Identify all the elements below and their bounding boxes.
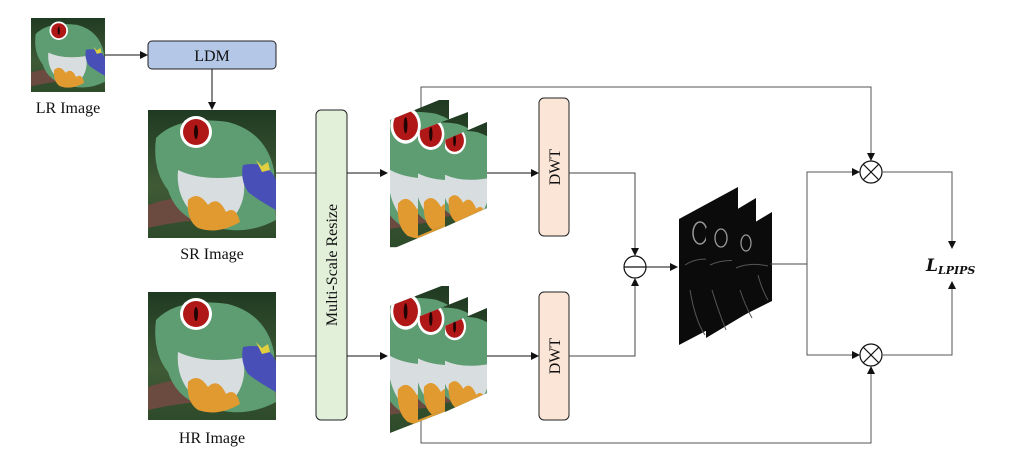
hr-image-label: HR Image <box>179 430 245 447</box>
dwt-block-bottom: DWT <box>538 291 570 421</box>
subtract-operator <box>623 255 647 279</box>
bottom-skip-connection <box>420 366 875 444</box>
wavelet-difference-stack <box>679 187 772 345</box>
otimes-icon <box>862 163 880 181</box>
multi-scale-resize-label: Multi-Scale Resize <box>324 204 341 326</box>
arrow-bottom-multiply-to-loss <box>882 281 956 356</box>
multiply-operator-bottom <box>859 343 883 367</box>
arrow-branch-to-top-multiply <box>806 168 860 264</box>
lr-image <box>31 18 105 92</box>
arrow-dwt-bottom-to-subtract <box>569 278 639 357</box>
ldm-label: LDM <box>194 48 230 65</box>
arrow-top-multiply-to-loss <box>882 171 956 249</box>
loss-symbol: L <box>925 256 938 276</box>
top-skip-connection <box>420 86 875 161</box>
lpips-loss-label: LLPIPS <box>925 256 975 277</box>
sr-image <box>148 110 276 238</box>
arrow-branch-to-bottom-multiply <box>806 264 860 359</box>
ldm-block: LDM <box>147 40 277 70</box>
diff-map-3 <box>732 212 772 321</box>
hr-image <box>148 292 276 420</box>
multi-scale-resize-block: Multi-Scale Resize <box>315 109 348 421</box>
arrow-dwt-top-to-subtract <box>569 172 639 256</box>
dwt-block-top: DWT <box>538 97 570 237</box>
otimes-icon <box>862 346 880 364</box>
dwt-bottom-label: DWT <box>547 338 564 375</box>
lr-image-label: LR Image <box>36 100 100 117</box>
loss-subscript: LPIPS <box>937 264 975 277</box>
multiply-operator-top <box>859 160 883 184</box>
sr-multiscale-stack <box>390 100 487 248</box>
hr-multiscale-stack <box>390 286 487 433</box>
dwt-top-label: DWT <box>547 149 564 186</box>
sr-image-label: SR Image <box>180 246 244 263</box>
